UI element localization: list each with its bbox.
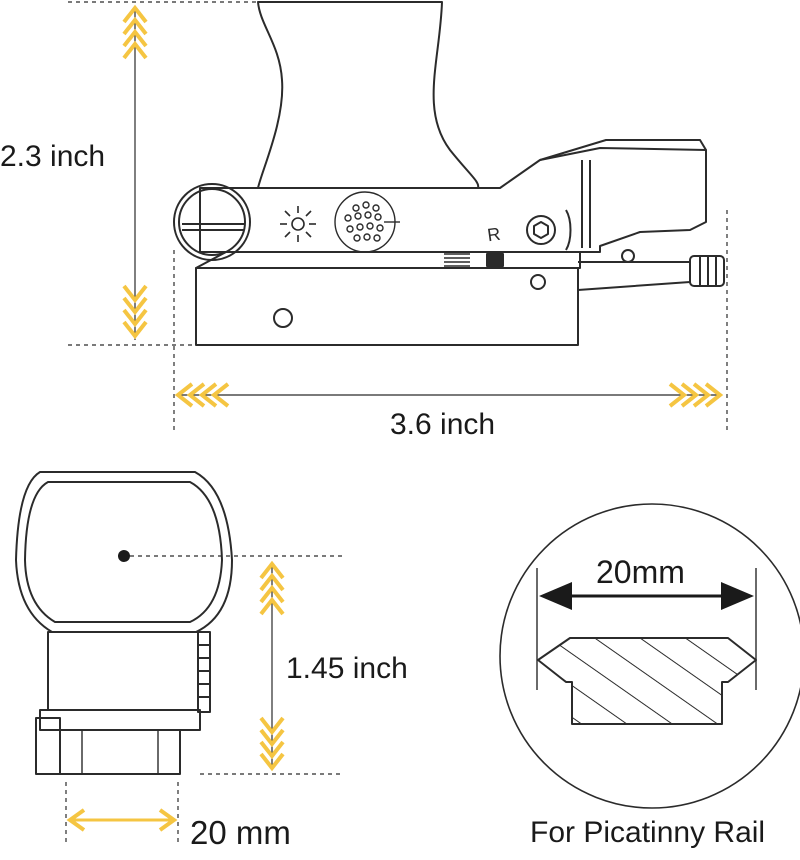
mount-rail-strip — [195, 251, 581, 269]
length-dimension-arrow — [174, 382, 724, 408]
rail-detail — [499, 503, 800, 809]
rail-caption: For Picatinny Rail — [530, 816, 766, 849]
length-label: 3.6 inch — [390, 408, 496, 441]
front-clamp — [35, 717, 61, 775]
rear-housing — [539, 139, 707, 161]
mount-base — [195, 267, 579, 346]
mount-hole — [273, 308, 293, 328]
front-body — [47, 631, 199, 711]
rail-width-arrow-right — [721, 582, 754, 610]
lens-hood — [257, 1, 480, 189]
windage-screw — [526, 209, 572, 251]
rail-detail-circle — [499, 503, 800, 809]
windage-mark: R — [486, 224, 502, 246]
rail-width-label: 20mm — [596, 554, 685, 590]
front-lens-glass — [24, 481, 223, 623]
sun-icon — [280, 206, 316, 242]
front-view — [15, 471, 233, 775]
front-mount — [59, 729, 181, 775]
front-base — [39, 709, 201, 731]
height-label: 2.3 inch — [0, 140, 106, 173]
lock-pin — [486, 253, 504, 267]
mount-screw — [530, 274, 546, 290]
side-view — [68, 1, 728, 432]
height-dimension-arrow — [122, 4, 148, 340]
reticle-dial — [334, 191, 400, 253]
center-height-dimension-arrow — [259, 560, 285, 772]
spring — [444, 253, 470, 267]
clamp-screw — [621, 249, 635, 263]
center-height-label: 1.45 inch — [286, 652, 408, 685]
red-dot — [118, 550, 130, 562]
base-width-label: 20 mm — [190, 814, 291, 851]
sight-body — [199, 147, 707, 253]
rail-width-arrow-left — [539, 582, 572, 610]
brightness-knob — [173, 183, 251, 261]
rail-profile — [537, 637, 757, 725]
clamp-lever — [577, 261, 691, 291]
width-dimension-arrow — [66, 808, 178, 832]
